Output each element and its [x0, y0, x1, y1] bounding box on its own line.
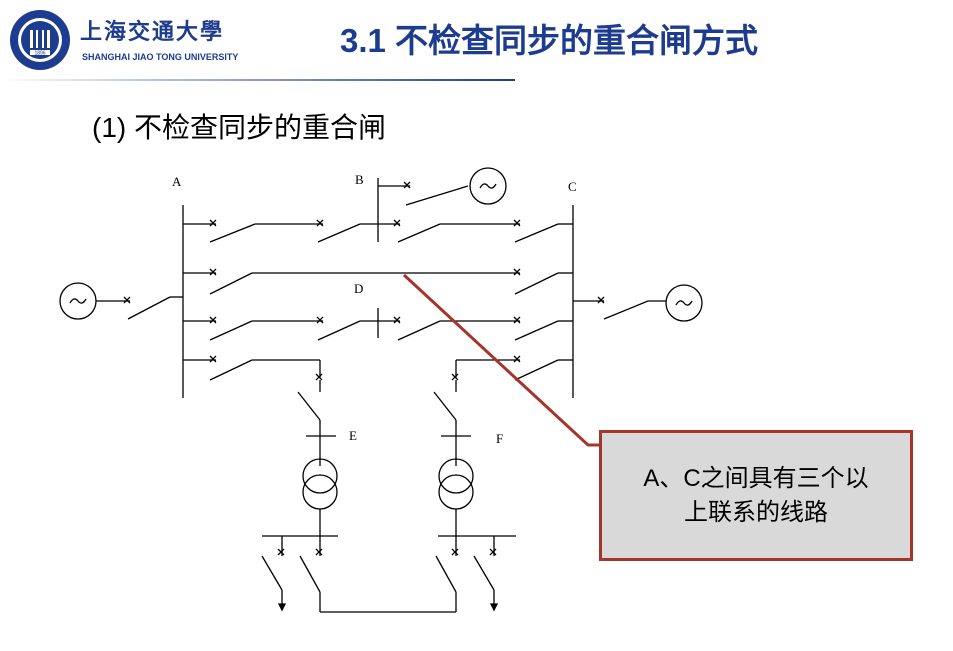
label-f: F [496, 431, 503, 446]
logo-chinese-name: 上海交通大學 [80, 19, 225, 45]
title-divider [0, 79, 515, 81]
label-e: E [349, 428, 357, 443]
label-c: C [568, 179, 577, 194]
line-2 [183, 268, 573, 295]
generator-right [573, 284, 703, 322]
label-a: A [172, 174, 182, 189]
label-b: B [355, 172, 364, 187]
section-subtitle: (1) 不检查同步的重合闸 [92, 112, 387, 143]
callout-box: A、C之间具有三个以 上联系的线路 [599, 430, 913, 561]
line-1 [183, 219, 573, 243]
label-d: D [354, 281, 363, 296]
logo-english-name: SHANGHAI JIAO TONG UNIVERSITY [82, 52, 239, 62]
university-logo: 1896 上海交通大學 SHANGHAI JIAO TONG UNIVERSIT… [8, 8, 238, 72]
line-4 [183, 355, 573, 381]
university-seal-icon: 1896 [10, 10, 70, 70]
generator-left [59, 282, 183, 320]
callout-line-2: 上联系的线路 [684, 498, 828, 526]
slide-title: 3.1 不检查同步的重合闸方式 [340, 22, 759, 59]
line-3 [183, 308, 573, 341]
substation-f [433, 380, 516, 612]
callout-line-1: A、C之间具有三个以 [643, 464, 869, 492]
svg-text:1896: 1896 [34, 51, 45, 57]
generator-b [378, 167, 507, 206]
callout-leader-line [402, 273, 600, 447]
substation-e [261, 380, 338, 612]
